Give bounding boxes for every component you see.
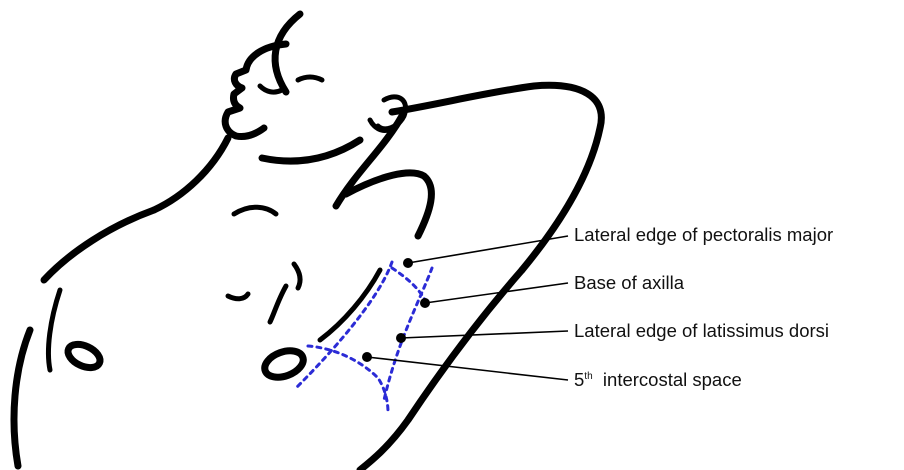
right-nipple xyxy=(261,346,307,382)
marker-intercostal xyxy=(362,352,372,362)
latissimus-edge-dashes xyxy=(384,268,432,400)
sternal-notch-mark xyxy=(294,264,300,288)
clavicle-mark xyxy=(234,207,276,214)
neck-front xyxy=(154,138,228,210)
leader-pectoralis xyxy=(408,236,568,263)
leader-latissimus xyxy=(401,331,568,338)
chest-mark xyxy=(228,294,248,299)
label-pectoralis: Lateral edge of pectoralis major xyxy=(574,226,833,245)
closed-eye xyxy=(260,86,282,92)
body-outline xyxy=(14,14,601,470)
marker-pectoralis xyxy=(403,258,413,268)
label-intercostal-number: 5 xyxy=(574,369,584,390)
jaw-line xyxy=(262,140,360,161)
leader-lines xyxy=(362,236,568,380)
marker-axilla xyxy=(420,298,430,308)
eyebrow xyxy=(298,77,322,80)
label-intercostal-suffix: th xyxy=(584,371,592,382)
marker-latissimus xyxy=(396,333,406,343)
label-intercostal-text: intercostal space xyxy=(603,369,742,390)
label-axilla: Base of axilla xyxy=(574,274,684,293)
label-latissimus: Lateral edge of latissimus dorsi xyxy=(574,322,829,341)
intercostal-dashes xyxy=(308,346,388,412)
pectoralis-edge-dashes xyxy=(296,262,392,388)
raised-arm-inner xyxy=(346,173,431,236)
left-arm-outline xyxy=(14,330,30,466)
chest-line xyxy=(270,286,286,322)
left-nipple xyxy=(64,340,103,372)
label-intercostal: 5th intercostal space xyxy=(574,371,742,390)
shoulder-top xyxy=(44,210,154,280)
leader-intercostal xyxy=(367,357,568,380)
left-arm-inner xyxy=(48,290,60,370)
